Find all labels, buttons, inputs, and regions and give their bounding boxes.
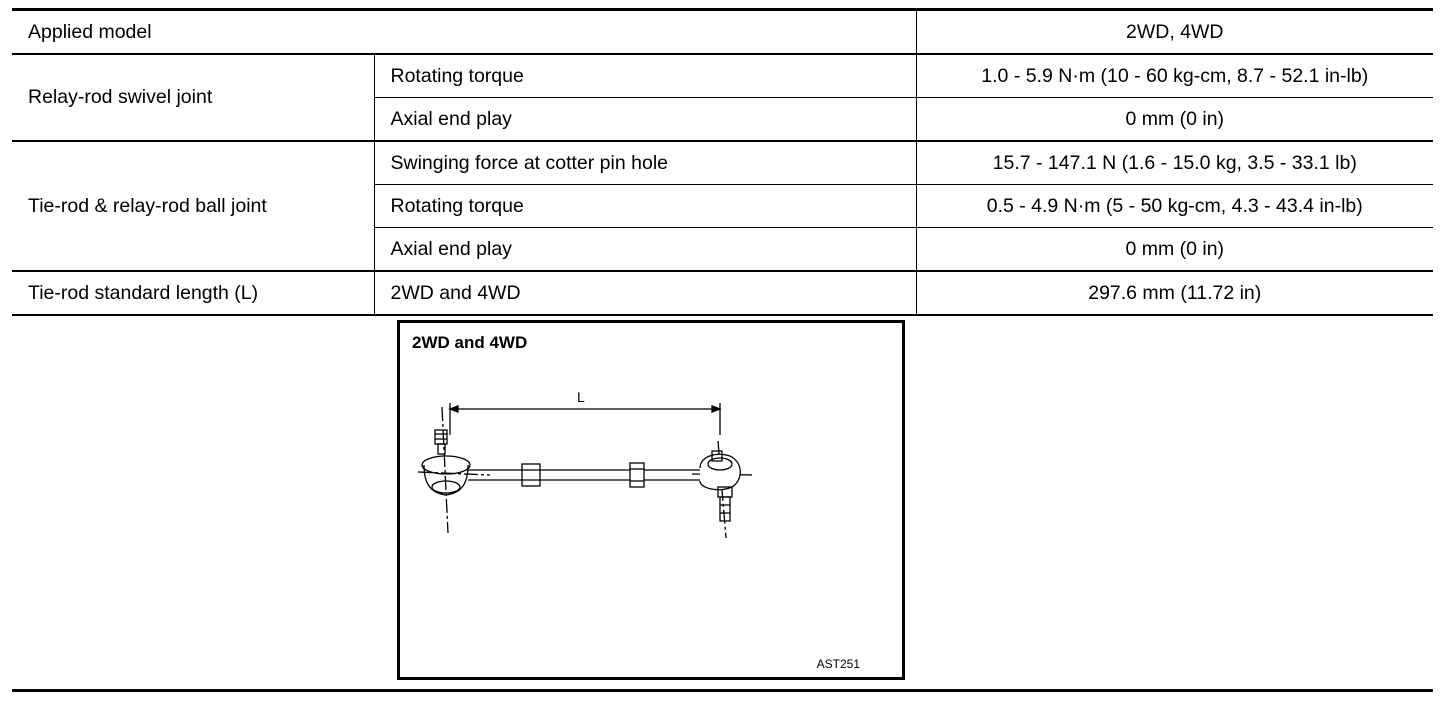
right-nut [629,462,645,488]
spec-item: Rotating torque [373,53,916,98]
spec-value: 0 mm (0 in) [915,227,1433,271]
dimension-label: L [577,389,585,405]
table-row: Tie-rod standard length (L) 2WD and 4WD … [12,270,1433,315]
right-stud [719,496,731,522]
left-nut [521,463,541,487]
applied-model-label: Applied model [12,8,916,54]
spec-item: Axial end play [373,227,916,271]
spec-value: 15.7 - 147.1 N (1.6 - 15.0 kg, 3.5 - 33.… [915,140,1433,185]
table-row: Axial end play 0 mm (0 in) [12,227,1433,271]
tie-rod-illustration: L [417,389,756,539]
figure-title: 2WD and 4WD [412,333,528,352]
applied-model-row: Applied model 2WD, 4WD [12,8,1433,54]
table-row: Tie-rod & relay-rod ball joint Swinging … [12,140,1433,271]
left-ball-joint [421,455,471,475]
table-row: Rotating torque 0.5 - 4.9 N·m (5 - 50 kg… [12,184,1433,228]
spec-value: 297.6 mm (11.72 in) [915,270,1433,315]
spec-item: 2WD and 4WD [373,270,916,315]
figure-code: AST251 [816,657,860,671]
right-ball-joint [699,453,741,491]
spec-value: 0 mm (0 in) [915,97,1433,141]
relay-rod-swivel-joint-label: Relay-rod swivel joint [12,53,374,141]
table-row: Axial end play 0 mm (0 in) [12,97,1433,141]
table-row: Relay-rod swivel joint Rotating torque 1… [12,53,1433,141]
specification-table: Applied model 2WD, 4WD Relay-rod swivel … [12,8,1433,317]
spec-value: 1.0 - 5.9 N·m (10 - 60 kg-cm, 8.7 - 52.1… [915,53,1433,98]
left-stud [434,429,448,445]
spec-item: Swinging force at cotter pin hole [373,140,916,185]
spec-value: 0.5 - 4.9 N·m (5 - 50 kg-cm, 4.3 - 43.4 … [915,184,1433,228]
applied-model-value: 2WD, 4WD [915,8,1433,54]
tie-rod-figure: 2WD and 4WD [397,320,905,680]
spec-item: Axial end play [373,97,916,141]
spec-item: Rotating torque [373,184,916,228]
tie-rod-ball-joint-label: Tie-rod & relay-rod ball joint [12,140,374,271]
tie-rod-length-label: Tie-rod standard length (L) [12,270,374,315]
bottom-rule [12,689,1433,692]
